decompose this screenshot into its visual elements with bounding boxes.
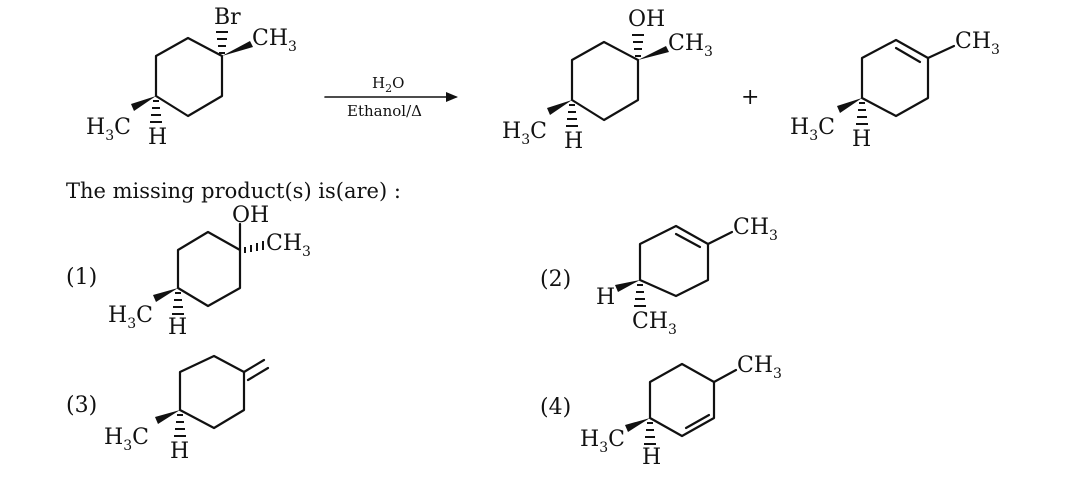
product-alkene-structure: CH3 H3C H	[790, 29, 1000, 152]
option-4-h-label: H	[642, 445, 661, 470]
option-3-number: (3)	[66, 393, 97, 418]
option-3-h-label: H	[170, 439, 189, 464]
reactant-br-label: Br	[214, 5, 241, 30]
reactant-methyl-label: CH3	[252, 26, 297, 55]
reactant-br-hash	[216, 31, 228, 54]
option-4-left-methyl-label: H3C	[580, 427, 625, 456]
option-4-number: (4)	[540, 395, 571, 420]
option-1-left-methyl-label: H3C	[108, 303, 153, 332]
product-oh-hash	[632, 34, 644, 57]
product-alkene-left-methyl-wedge	[837, 98, 862, 113]
option-4[interactable]: (4) CH3 H3C H	[540, 353, 782, 470]
option-2-ring	[638, 224, 710, 298]
option-1-left-methyl-wedge	[153, 288, 178, 302]
product-alkene-ring	[860, 38, 930, 118]
product-methyl-label: CH3	[668, 31, 713, 60]
option-3[interactable]: (3) H3C H	[66, 354, 270, 464]
option-4-ring	[648, 362, 716, 438]
option-4-double-bond	[684, 413, 711, 430]
option-2-methyl-label: CH3	[733, 215, 778, 244]
option-1-methyl-hash	[244, 241, 264, 253]
product-oh-label: OH	[628, 7, 665, 32]
option-1[interactable]: (1) OH CH3 H3C H	[66, 203, 311, 340]
option-2-h-label: H	[596, 285, 615, 310]
option-1-number: (1)	[66, 265, 97, 290]
reactant-structure: Br CH3 H3C H	[86, 5, 297, 150]
option-2[interactable]: (2) CH3 H CH3	[540, 215, 778, 338]
product-alkene-methyl-bond	[926, 44, 956, 60]
option-1-h-hash	[172, 292, 184, 315]
product-methyl-wedge	[638, 46, 669, 60]
reactant-ring	[154, 36, 224, 118]
option-3-ring	[178, 354, 246, 430]
option-1-h-label: H	[168, 315, 187, 340]
option-4-left-methyl-wedge	[625, 418, 650, 432]
reaction-arrow-group: H2O Ethanol/Δ	[324, 74, 458, 120]
product-alkene-left-methyl-label: H3C	[790, 115, 835, 144]
reaction-arrow-head	[446, 92, 458, 102]
reagent-solvent-label: Ethanol/Δ	[347, 102, 422, 120]
option-2-methyl-hash	[634, 284, 646, 307]
product-left-methyl-label: H3C	[502, 119, 547, 148]
reactant-methyl-wedge	[222, 41, 253, 56]
product-h-label: H	[564, 129, 583, 154]
option-3-left-methyl-wedge	[155, 410, 180, 424]
product-alkene-double-bond	[894, 46, 922, 64]
product-alkene-h-label: H	[852, 127, 871, 152]
option-1-methyl-label: CH3	[266, 231, 311, 260]
option-4-methyl-bond	[712, 368, 738, 384]
reactant-h-hash	[150, 100, 162, 123]
question-text: The missing product(s) is(are) :	[66, 179, 401, 203]
option-3-exo-bond-a	[242, 358, 266, 374]
option-2-double-bond	[674, 232, 702, 249]
product-alcohol-structure: OH CH3 H3C H	[502, 7, 713, 154]
reagent-water-label: H2O	[372, 74, 404, 95]
option-2-number: (2)	[540, 267, 571, 292]
product-alkene-methyl-label: CH3	[955, 29, 1000, 58]
product-h-hash	[566, 104, 578, 127]
option-2-bottom-methyl-label: CH3	[632, 309, 677, 338]
option-2-h-wedge	[615, 280, 640, 292]
product-alcohol-ring	[570, 40, 640, 122]
option-1-oh-label: OH	[232, 203, 269, 228]
option-3-left-methyl-label: H3C	[104, 425, 149, 454]
option-2-methyl-bond	[706, 230, 734, 246]
product-alkene-h-hash	[856, 102, 868, 125]
reactant-left-methyl-label: H3C	[86, 115, 131, 144]
option-4-methyl-label: CH3	[737, 353, 782, 382]
option-3-h-hash	[174, 414, 186, 437]
reactant-h-label: H	[148, 125, 167, 150]
option-3-exo-bond-b	[246, 366, 270, 382]
option-4-h-hash	[644, 422, 656, 445]
option-1-ring	[176, 230, 242, 308]
reactant-left-methyl-wedge	[131, 96, 156, 111]
product-left-methyl-wedge	[547, 100, 572, 115]
plus-sign: +	[741, 85, 759, 110]
